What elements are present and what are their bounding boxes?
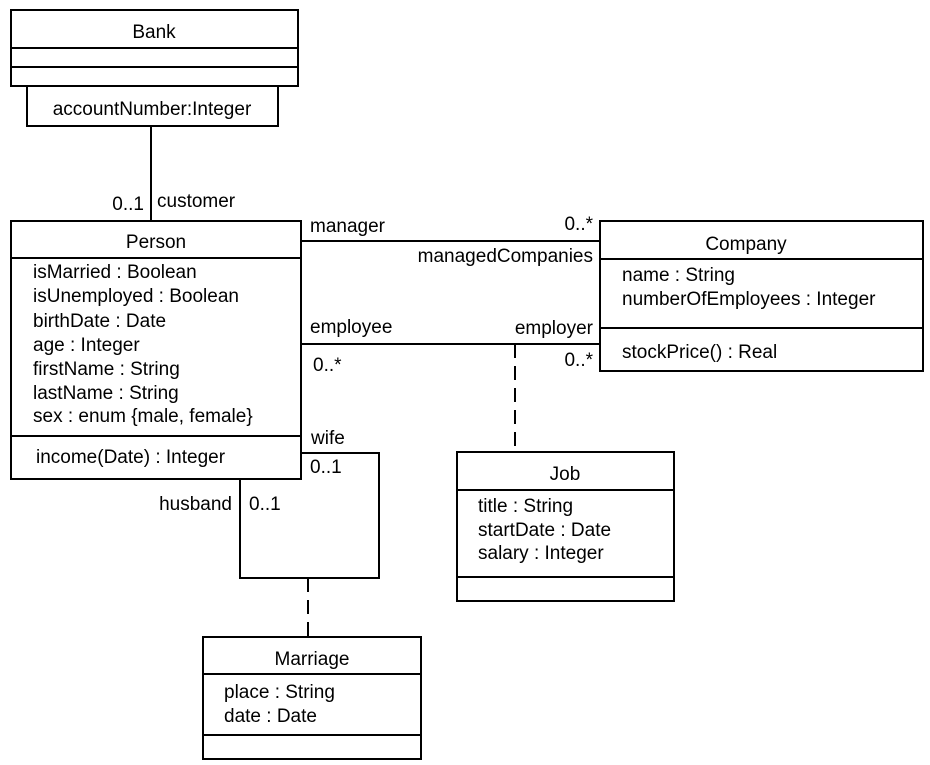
- customer-role-label: customer: [157, 191, 236, 212]
- husband-role-label: husband: [159, 494, 232, 515]
- bank-qualifier-box: [26, 85, 279, 127]
- bank-class: Bank accountNumber:Integer: [10, 9, 299, 127]
- managed-companies-role-label: managedCompanies: [418, 246, 593, 267]
- marriage-attribute: date : Date: [224, 706, 317, 727]
- company-class: Company name : String numberOfEmployees …: [599, 220, 924, 372]
- person-attribute: isMarried : Boolean: [33, 262, 197, 283]
- person-attribute: birthDate : Date: [33, 311, 166, 332]
- job-attribute: title : String: [478, 496, 573, 517]
- job-class-name: Job: [550, 464, 581, 485]
- person-attribute: lastName : String: [33, 383, 179, 404]
- company-attribute: name : String: [622, 265, 735, 286]
- marriage-class-name: Marriage: [275, 649, 350, 670]
- person-attribute: isUnemployed : Boolean: [33, 286, 239, 307]
- wife-multiplicity-label: 0..1: [310, 457, 342, 478]
- bank-multiplicity-label: 0..1: [112, 194, 144, 215]
- employer-multiplicity-label: 0..*: [564, 350, 593, 371]
- job-attribute: startDate : Date: [478, 520, 611, 541]
- employee-multiplicity-label: 0..*: [313, 355, 342, 376]
- marriage-class: Marriage place : String date : Date: [202, 636, 422, 760]
- marriage-attribute: place : String: [224, 682, 335, 703]
- company-attribute: numberOfEmployees : Integer: [622, 289, 876, 310]
- husband-multiplicity-label: 0..1: [249, 494, 281, 515]
- job-attribute: salary : Integer: [478, 543, 604, 564]
- bank-qualifier: accountNumber:Integer: [53, 99, 252, 120]
- person-class: Person isMarried : Boolean isUnemployed …: [10, 220, 302, 480]
- managed-multiplicity-label: 0..*: [564, 214, 593, 235]
- bank-class-name: Bank: [132, 22, 176, 43]
- person-attribute: sex : enum {male, female}: [33, 406, 253, 427]
- wife-role-label: wife: [310, 428, 345, 449]
- person-class-name: Person: [126, 232, 186, 253]
- employer-role-label: employer: [515, 318, 594, 339]
- person-operation: income(Date) : Integer: [36, 447, 226, 468]
- manager-role-label: manager: [310, 216, 386, 237]
- employee-role-label: employee: [310, 317, 392, 338]
- company-operation: stockPrice() : Real: [622, 342, 777, 363]
- job-class: Job title : String startDate : Date sala…: [456, 451, 675, 602]
- marriage-association-line: [239, 452, 380, 579]
- person-attribute: age : Integer: [33, 335, 140, 356]
- company-class-name: Company: [705, 234, 787, 255]
- person-attribute: firstName : String: [33, 359, 180, 380]
